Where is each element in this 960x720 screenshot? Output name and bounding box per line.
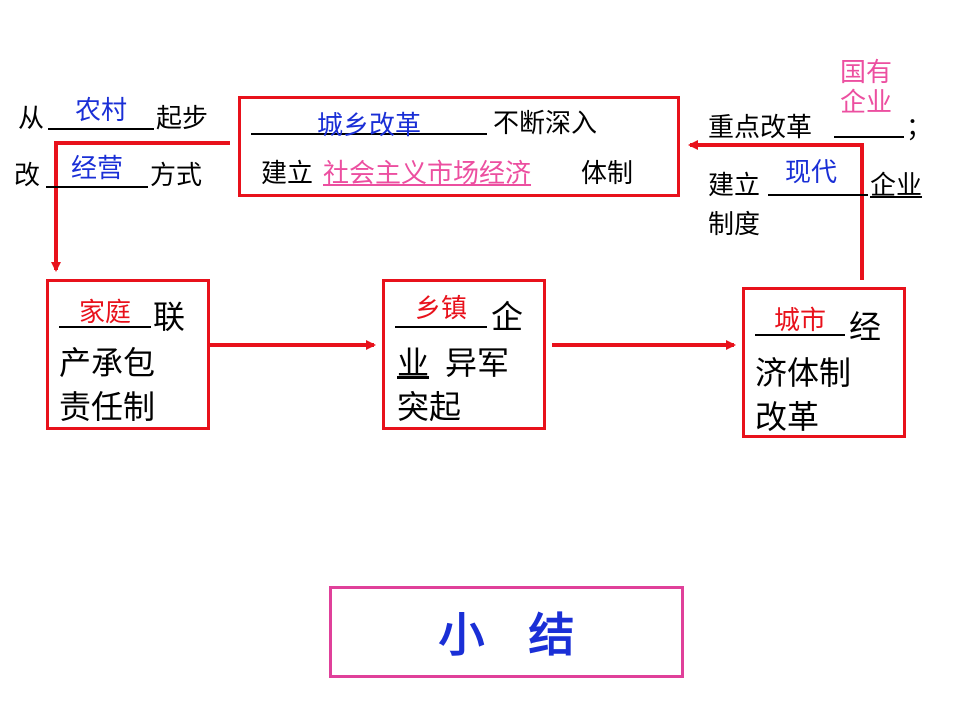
left-line1-blank — [48, 128, 154, 130]
center-line1-answer: 城乡改革 — [316, 111, 421, 141]
center-top-box: 城乡改革 不断深入 建立 社会主义市场经济 体制 — [238, 96, 680, 197]
household-responsibility-box: 家庭 联 产承包 责任制 — [46, 279, 210, 430]
urban-line1-suffix: 经 — [849, 308, 882, 346]
center-line1-blank — [251, 133, 487, 135]
right-line2-suffix: 企业 — [870, 171, 923, 201]
summary-box: 小结 — [329, 586, 684, 678]
right-line2-blank — [768, 194, 868, 196]
urban-line3: 改革 — [755, 398, 820, 436]
urban-reform-box: 城市 经 济体制 改革 — [742, 287, 906, 438]
township-line3: 突起 — [397, 388, 462, 426]
township-line2-suffix: 异军 — [445, 344, 510, 382]
household-blank — [59, 326, 151, 328]
urban-line2: 济体制 — [755, 354, 852, 392]
right-line2-answer: 现代 — [784, 158, 837, 188]
center-line2-suffix: 体制 — [581, 159, 634, 189]
left-line2-suffix: 方式 — [150, 161, 203, 191]
household-line2: 产承包 — [59, 344, 156, 382]
right-answer-top: 国有企业 — [839, 58, 892, 118]
right-line3: 制度 — [708, 210, 761, 240]
right-line1-blank — [834, 136, 904, 138]
township-enterprise-box: 乡镇 企 业 异军 突起 — [382, 279, 546, 430]
left-line2-prefix: 改 — [14, 161, 41, 191]
left-line1-prefix: 从 — [18, 104, 45, 134]
left-line2-blank — [46, 186, 148, 188]
township-line2-underlined: 业 — [397, 344, 430, 382]
urban-blank — [755, 334, 845, 336]
center-line2-answer: 社会主义市场经济 — [323, 159, 532, 189]
left-line2-answer: 经营 — [70, 154, 123, 184]
household-line1-suffix: 联 — [153, 298, 186, 336]
left-line1-answer: 农村 — [74, 96, 127, 126]
right-line1-suffix: ； — [906, 113, 933, 143]
township-blank — [395, 326, 487, 328]
township-line1-suffix: 企 — [491, 298, 524, 336]
township-answer: 乡镇 — [414, 294, 467, 324]
center-line1-suffix: 不断深入 — [493, 109, 598, 139]
right-line1-prefix: 重点改革 — [708, 113, 813, 143]
household-line3: 责任制 — [59, 388, 156, 426]
urban-answer: 城市 — [773, 306, 826, 336]
summary-title: 小结 — [438, 608, 619, 662]
right-line2-prefix: 建立 — [708, 171, 761, 201]
left-line1-suffix: 起步 — [156, 104, 209, 134]
household-answer: 家庭 — [78, 298, 131, 328]
center-line2-prefix: 建立 — [261, 159, 314, 189]
